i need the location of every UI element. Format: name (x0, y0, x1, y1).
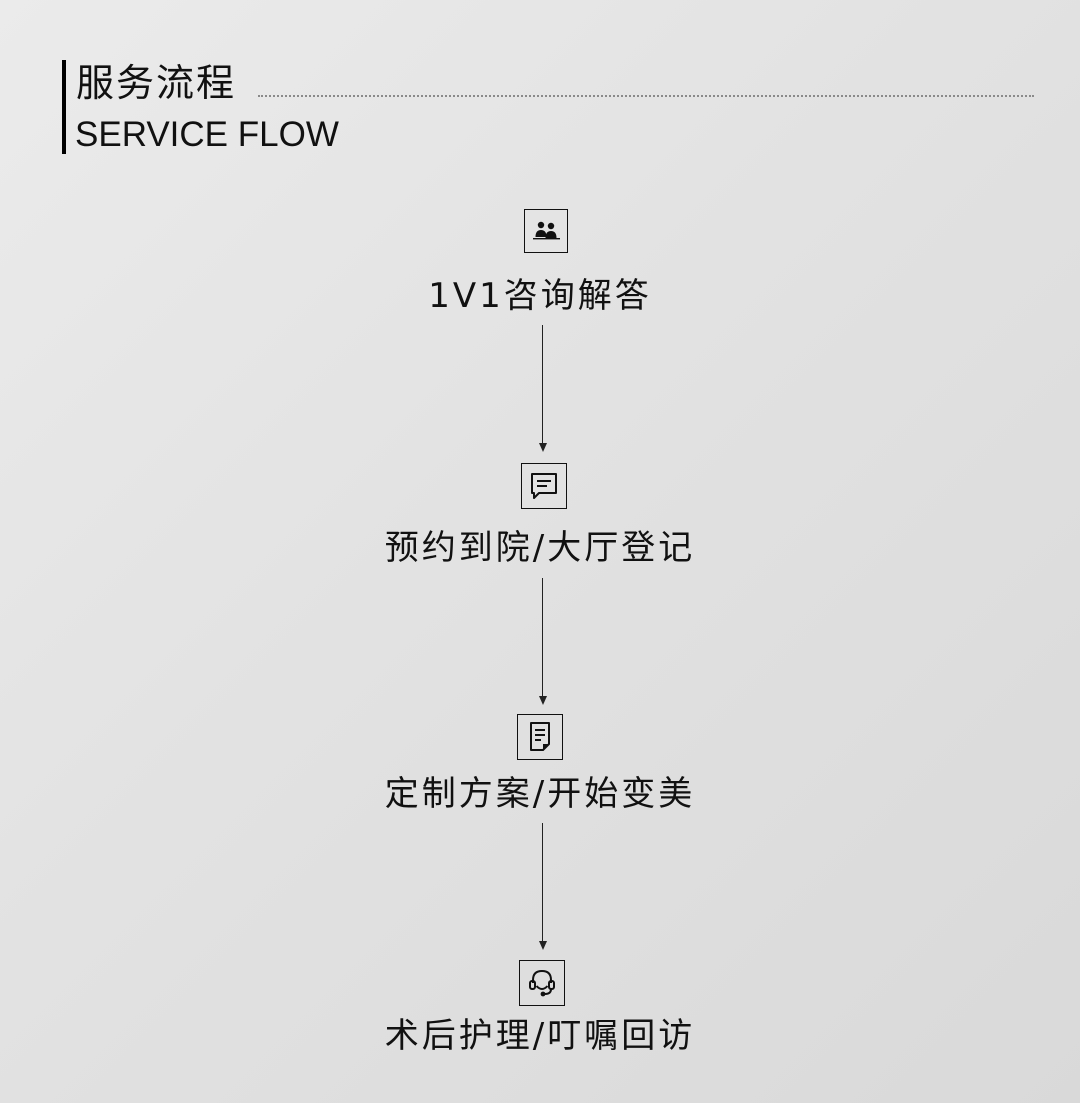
chat-message-icon (521, 463, 567, 509)
dotted-divider (258, 95, 1034, 97)
section-title-cn: 服务流程 (76, 61, 237, 105)
header-accent-bar (62, 60, 66, 154)
step-label-aftercare: 术后护理/叮嘱回访 (384, 1016, 696, 1056)
flow-arrow-1 (536, 325, 550, 452)
step-label-appointment: 预约到院/大厅登记 (384, 528, 696, 568)
flow-arrow-2 (536, 578, 550, 705)
headset-support-icon (519, 960, 565, 1006)
flow-arrow-3 (536, 823, 550, 950)
step-label-custom-plan: 定制方案/开始变美 (384, 774, 696, 814)
section-header: 服务流程 SERVICE FLOW (62, 60, 1037, 155)
consultation-people-icon (524, 209, 568, 253)
document-plan-icon (517, 714, 563, 760)
step-label-consultation: 1V1咨询解答 (428, 276, 652, 316)
section-title-en: SERVICE FLOW (75, 115, 339, 154)
